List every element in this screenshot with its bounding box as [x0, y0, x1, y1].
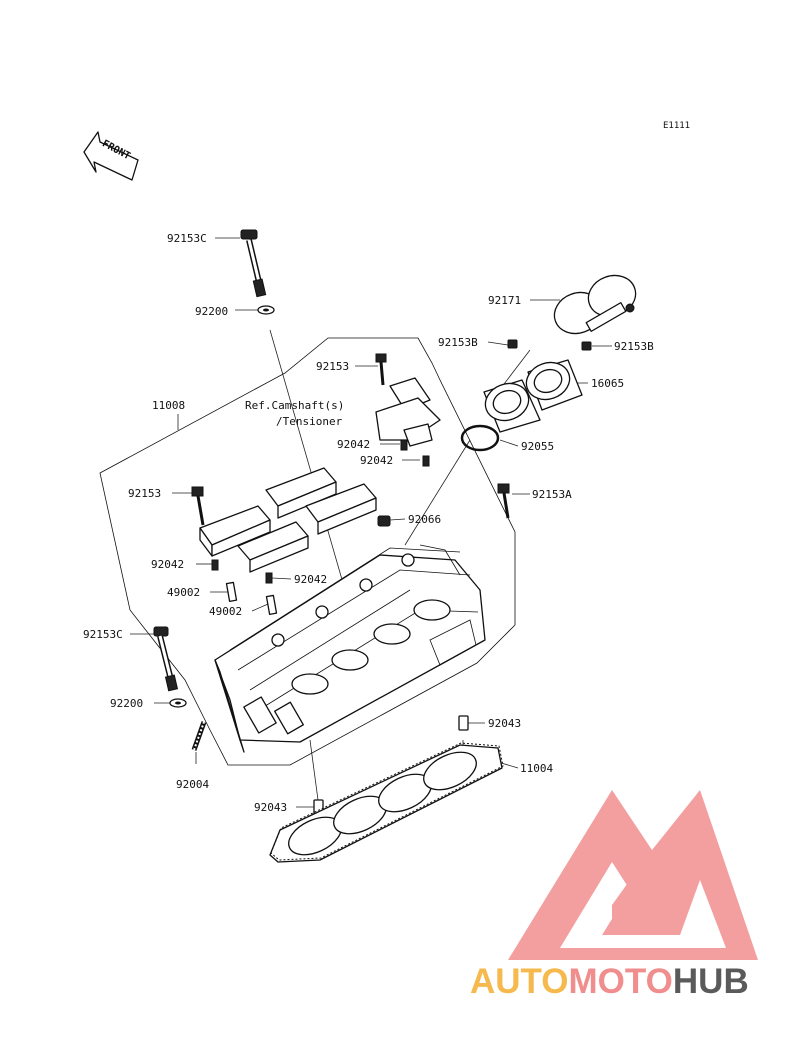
part-label: 92153: [316, 360, 349, 373]
part-label: 92004: [176, 778, 209, 791]
bolt-92153-left: [191, 486, 205, 526]
automotohub-logo-icon: [508, 790, 758, 960]
part-label: 92042: [360, 454, 393, 467]
dowel-92042-ref-a: [400, 439, 408, 451]
part-label: 92066: [408, 513, 441, 526]
watermark-moto: MOTO: [569, 962, 673, 1001]
clamp-92171: [553, 274, 637, 335]
camshaft-caps: [199, 467, 377, 573]
watermark-hub: HUB: [673, 962, 749, 1001]
dowel-92042-ref-b: [422, 455, 430, 467]
assembly-outline: [99, 337, 516, 766]
part-label: 92043: [488, 717, 521, 730]
part-label: 92043: [254, 801, 287, 814]
head-gasket-11004: [269, 742, 504, 863]
part-label: 92042: [151, 558, 184, 571]
part-label: 92153C: [83, 628, 123, 641]
leader-lines: [130, 237, 612, 808]
hollow-dowel-92066: [377, 515, 391, 527]
part-label: 92171: [488, 294, 521, 307]
part-label: 11008: [152, 399, 185, 412]
part-label: 92153: [128, 487, 161, 500]
part-label: 92042: [294, 573, 327, 586]
bolt-92153a: [497, 483, 510, 519]
diagram-code: E1111: [663, 121, 690, 131]
bolt-92153c-left: [153, 626, 179, 692]
bolt-92153b-left: [507, 339, 518, 349]
part-label: 92153B: [614, 340, 654, 353]
bolt-92153-ref: [375, 353, 387, 386]
bolt-92153b-right: [581, 341, 592, 351]
part-label: 49002: [209, 605, 242, 618]
dowel-49002-left: [225, 581, 238, 603]
bolt-92153c-top: [240, 229, 267, 298]
part-label: 92153B: [438, 336, 478, 349]
camshaft-holder-ref: [375, 377, 441, 447]
dowel-92042-center: [265, 572, 273, 584]
part-label: 11004: [520, 762, 553, 775]
o-ring-92055: [460, 424, 500, 452]
reference-note-line-2: /Tensioner: [276, 415, 343, 428]
dowel-49002-center: [265, 594, 278, 616]
part-label: 16065: [591, 377, 624, 390]
part-label: 92153C: [167, 232, 207, 245]
watermark-text: AUTOMOTOHUB: [470, 962, 749, 1001]
part-label: 92200: [195, 305, 228, 318]
cylinder-head: [214, 544, 486, 753]
reference-note-line-1: Ref.Camshaft(s): [245, 399, 344, 412]
front-arrow-icon: FRONT: [83, 131, 139, 181]
dowel-92042-left: [211, 559, 219, 571]
part-label: 92042: [337, 438, 370, 451]
dowel-92043-right: [458, 715, 469, 731]
part-label: 92200: [110, 697, 143, 710]
watermark-auto: AUTO: [470, 962, 569, 1001]
part-labels: 92153C 92200 11008 92153 92153 92042 920…: [83, 232, 654, 814]
part-label: 92153A: [532, 488, 572, 501]
holder-16065: [483, 359, 583, 433]
part-label: 49002: [167, 586, 200, 599]
stud-92004: [191, 721, 207, 751]
part-label: 92055: [521, 440, 554, 453]
